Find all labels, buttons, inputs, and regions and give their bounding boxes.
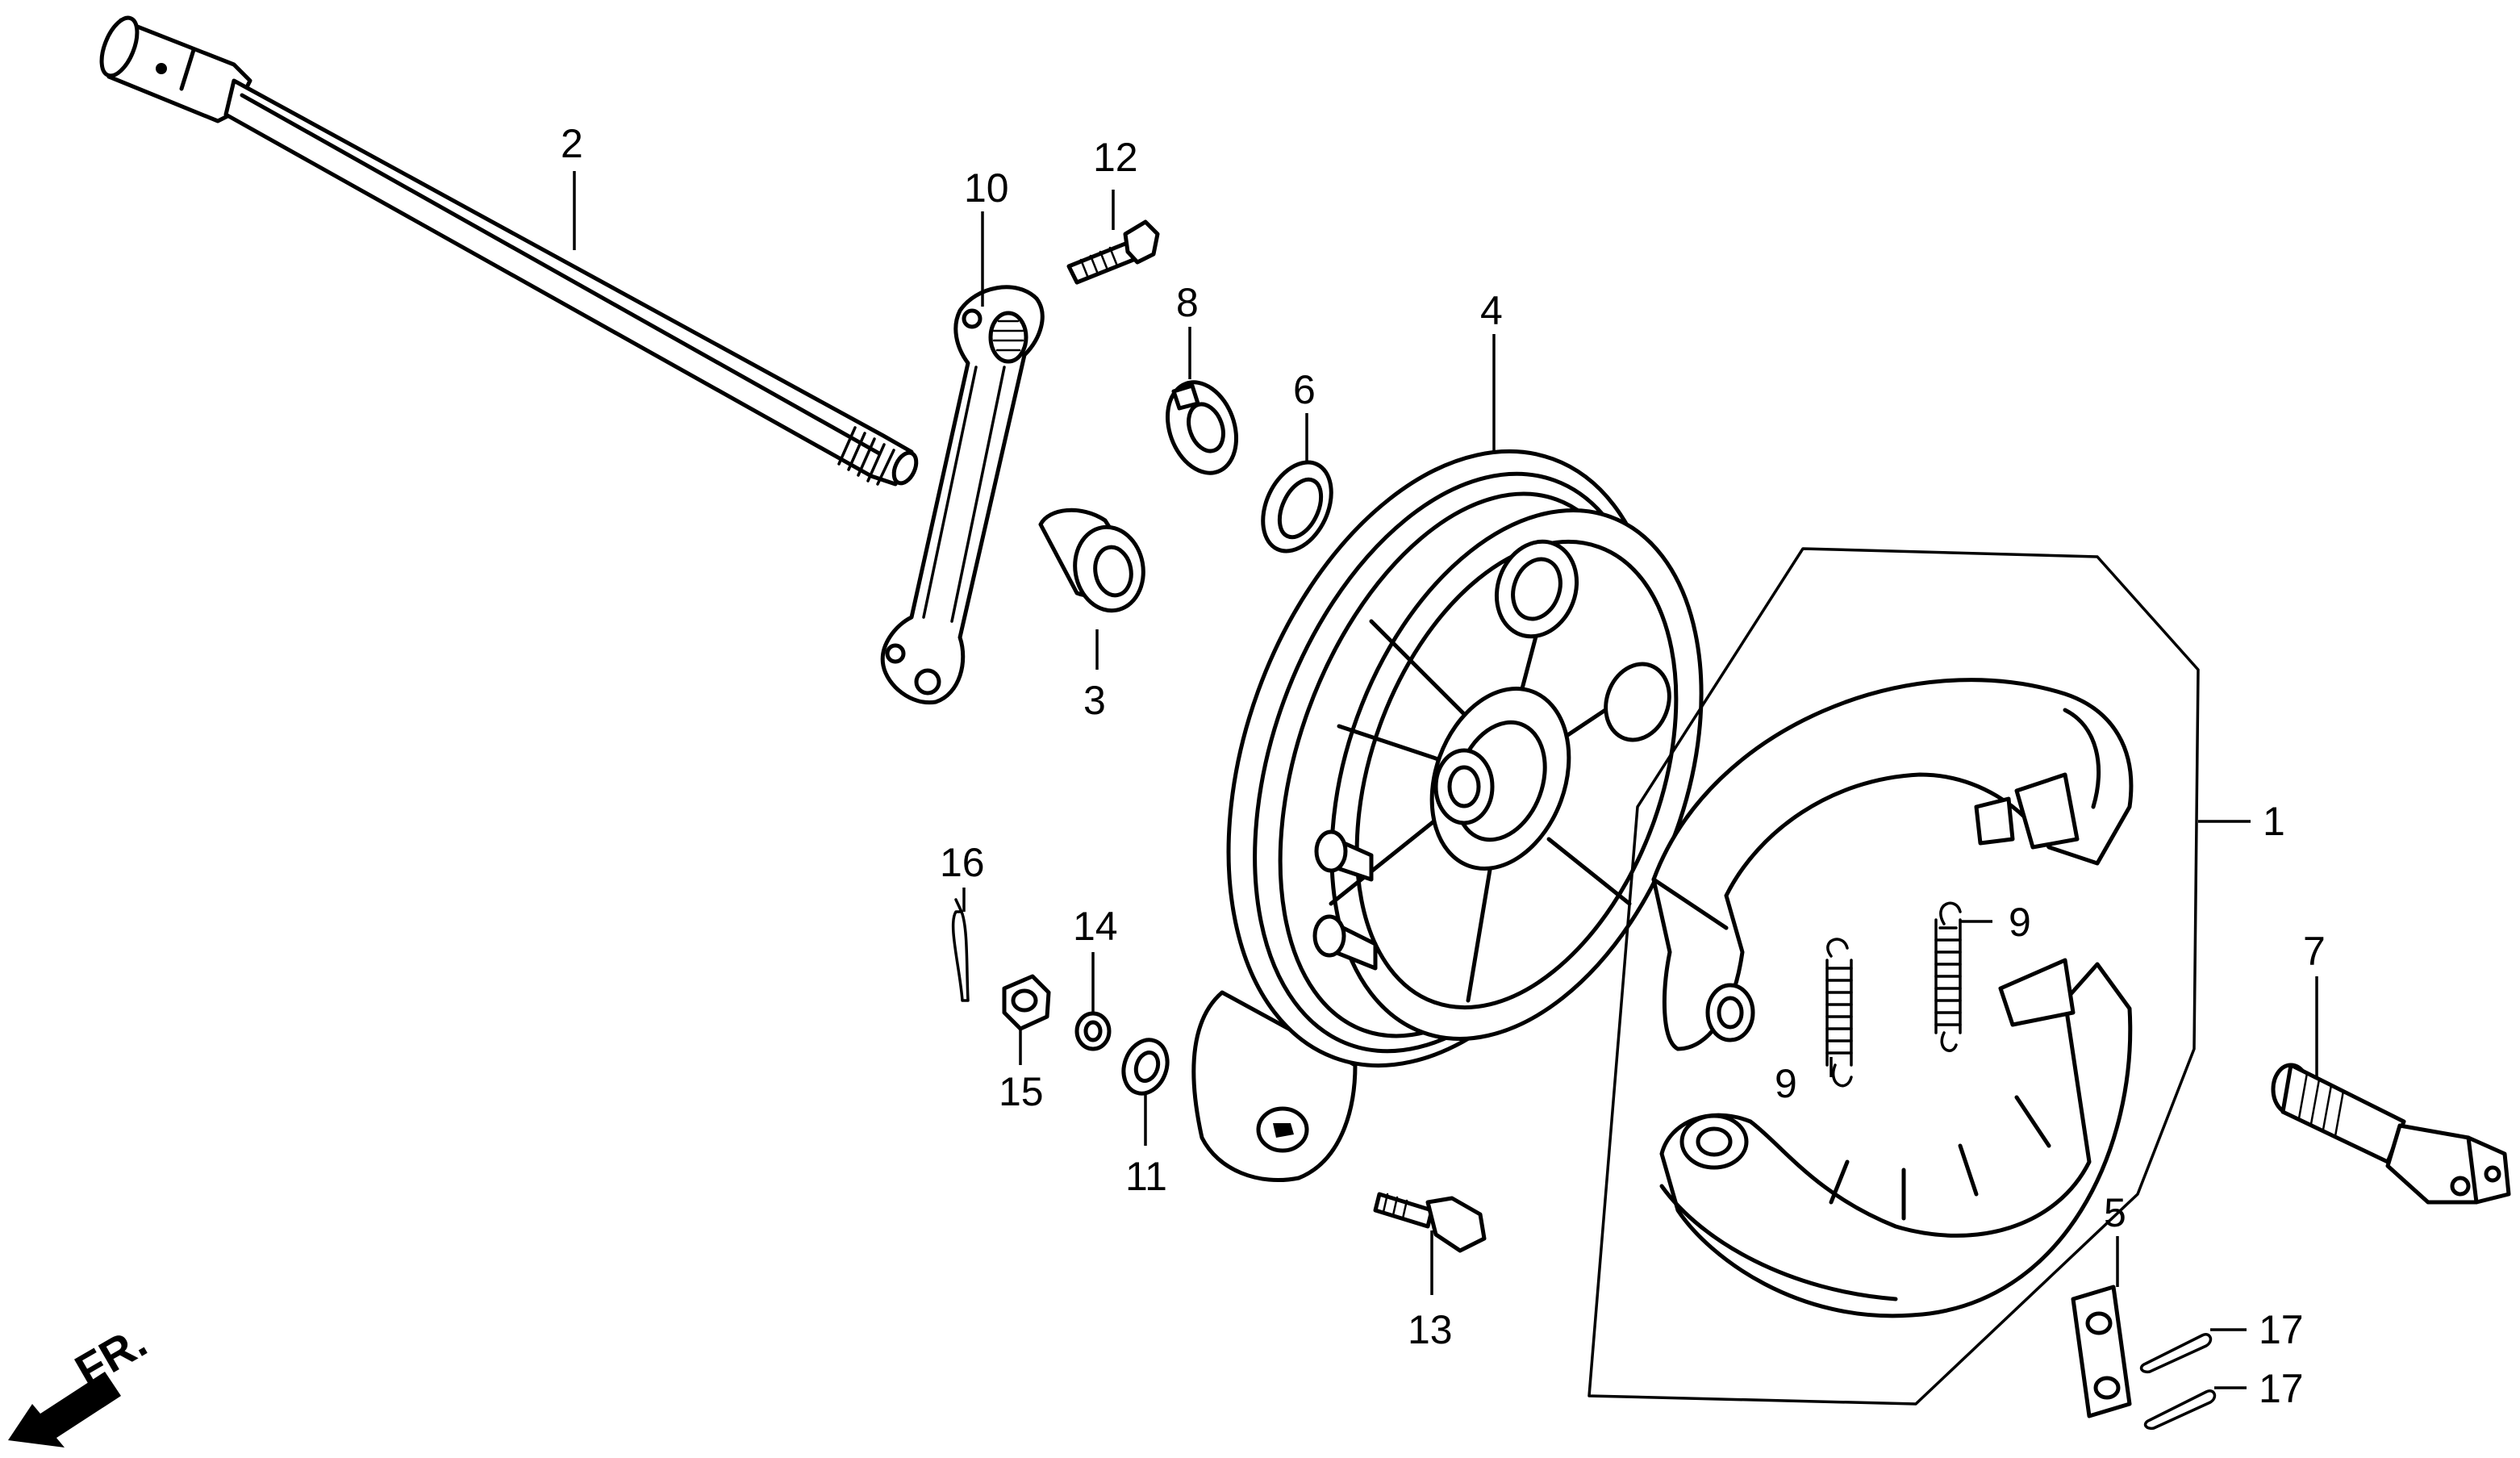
collar-3 — [1038, 508, 1145, 613]
brake-shoe-set-outline — [1588, 547, 2200, 1406]
brake-panel — [1191, 449, 1704, 1183]
callout-15: 15 — [999, 1069, 1044, 1114]
brake-shoe-spring-lower — [1825, 938, 1853, 1088]
callout-9-lower: 9 — [1775, 1061, 1797, 1106]
seal-11 — [1121, 1038, 1170, 1096]
cotter-pin-17b — [2143, 1389, 2217, 1431]
leader-lines — [573, 171, 2318, 1389]
brake-shoe-spring-upper — [1934, 901, 1962, 1052]
front-direction-label: FR. — [67, 1316, 156, 1397]
brake-cam — [2271, 1063, 2511, 1205]
callout-10: 10 — [964, 165, 1009, 211]
cotter-pin-17a — [2139, 1333, 2213, 1374]
callout-6: 6 — [1293, 367, 1316, 412]
callout-2: 2 — [561, 121, 583, 166]
callout-3: 3 — [1083, 678, 1106, 723]
front-direction-indicator: FR. — [8, 1316, 155, 1448]
bolt-12 — [1066, 219, 1160, 285]
callout-labels: 2 10 12 8 6 4 3 1 9 9 7 5 17 17 16 14 15… — [561, 121, 2326, 1411]
callout-7: 7 — [2303, 929, 2326, 974]
callout-13: 13 — [1408, 1307, 1453, 1352]
plate-5 — [2071, 1285, 2132, 1418]
callout-1: 1 — [2263, 799, 2285, 844]
callout-5: 5 — [2104, 1190, 2126, 1235]
nut-15 — [1002, 974, 1051, 1031]
indicator-plate-8 — [1165, 380, 1239, 475]
bolt-13 — [1373, 1192, 1487, 1253]
brake-shoe-lower — [1659, 958, 2133, 1318]
dust-seal-6 — [1261, 460, 1333, 554]
cotter-pin-16 — [951, 898, 970, 1002]
callout-9-upper: 9 — [2009, 900, 2031, 945]
callout-12: 12 — [1093, 135, 1138, 180]
callout-4: 4 — [1480, 288, 1503, 333]
callout-14: 14 — [1073, 904, 1118, 949]
callout-16: 16 — [940, 840, 985, 885]
callout-17-upper: 17 — [2259, 1307, 2304, 1352]
rear-axle — [99, 15, 919, 487]
callout-8: 8 — [1176, 280, 1199, 325]
brake-arm — [880, 285, 1045, 705]
front-direction-arrow-icon — [8, 1372, 121, 1448]
brake-shoe-upper — [1651, 678, 2134, 1051]
washer-14 — [1074, 1011, 1112, 1051]
callout-17-lower: 17 — [2259, 1366, 2304, 1411]
callout-11: 11 — [1125, 1154, 1167, 1199]
